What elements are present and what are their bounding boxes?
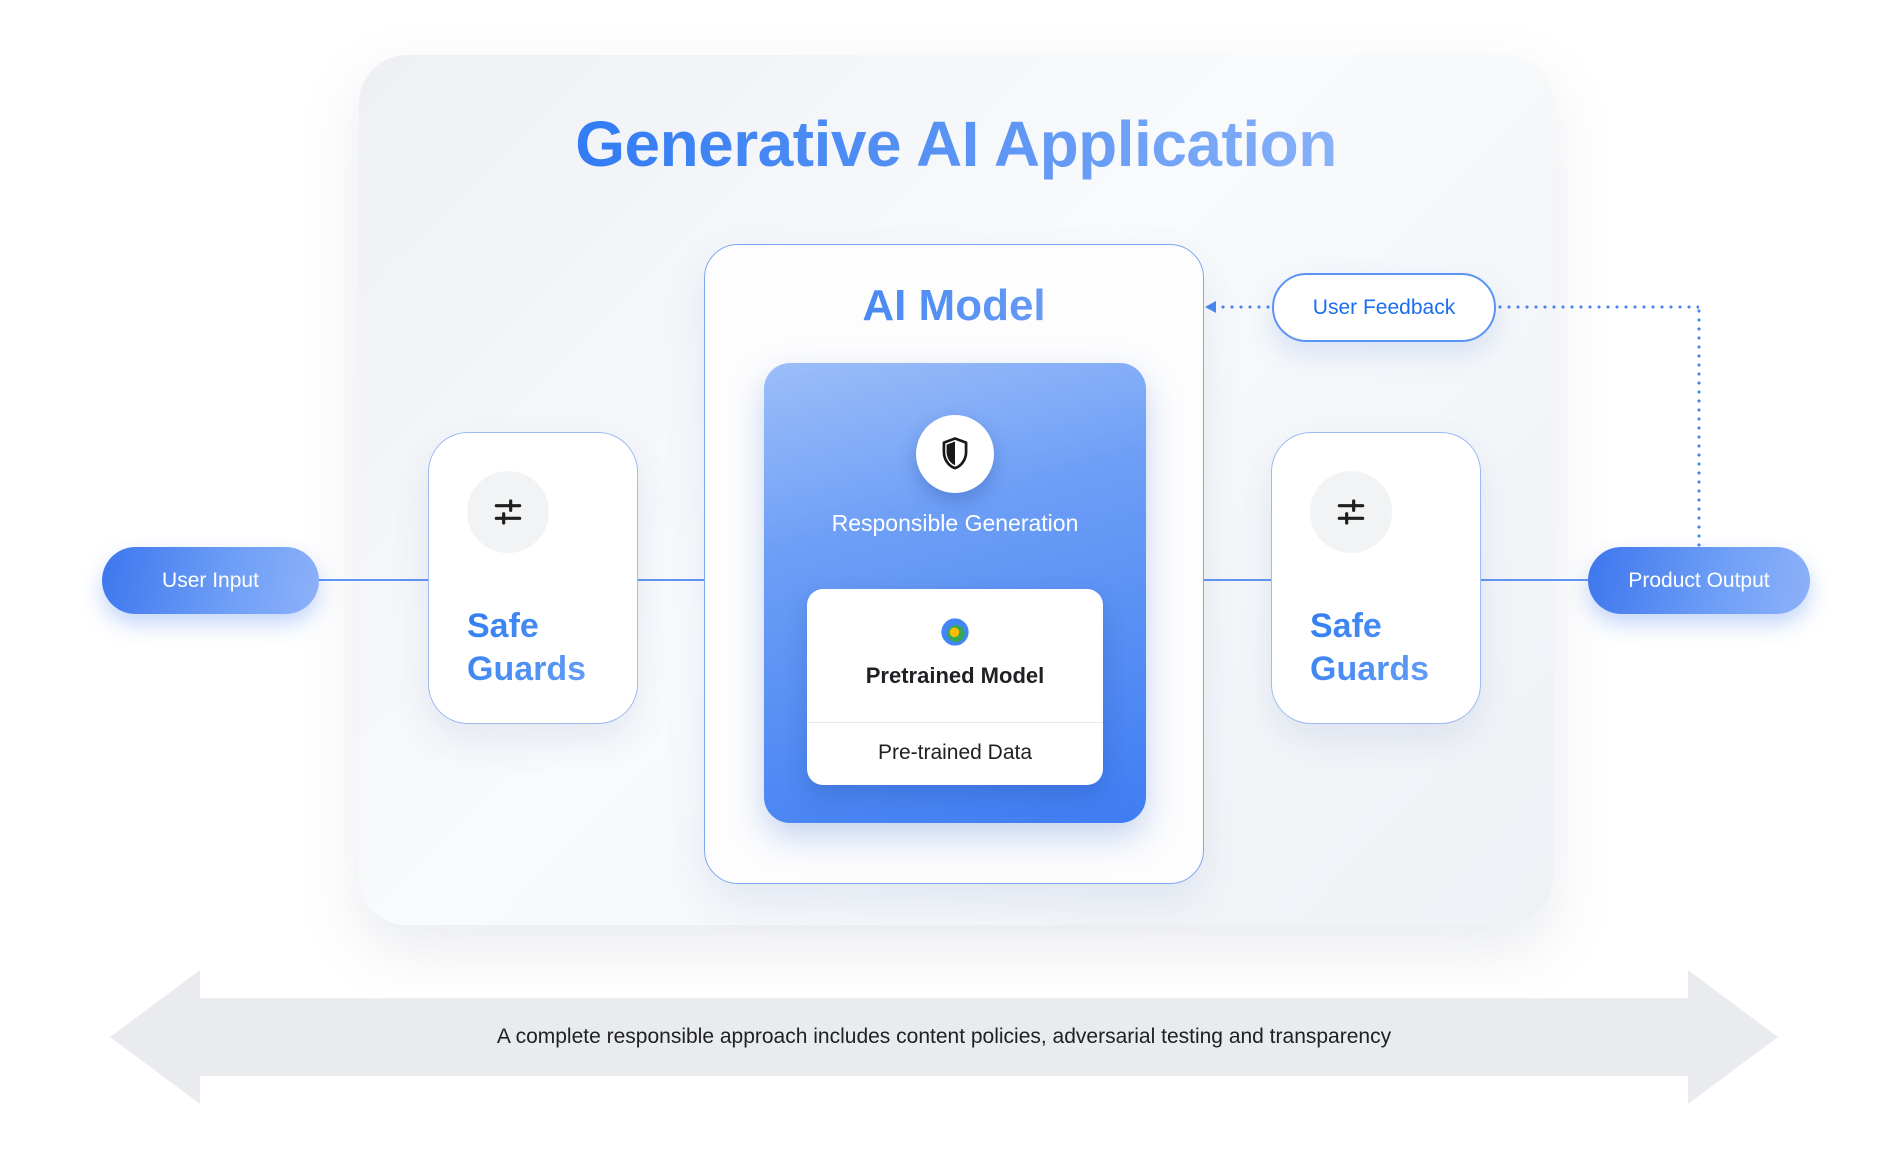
shield-icon-circle bbox=[916, 415, 994, 493]
user-input-label: User Input bbox=[162, 568, 259, 592]
dotted-line-feedback-vertical bbox=[1697, 307, 1701, 547]
tune-icon bbox=[494, 499, 522, 525]
model-icon-wrap bbox=[938, 615, 972, 649]
user-input-pill: User Input bbox=[102, 547, 319, 614]
model-icon bbox=[941, 618, 969, 646]
product-output-label: Product Output bbox=[1628, 568, 1770, 592]
tune-icon-circle bbox=[467, 471, 549, 553]
responsible-generation-label: Responsible Generation bbox=[831, 510, 1079, 536]
connector-safeguards-to-ai-model bbox=[638, 579, 704, 581]
footer-text: A complete responsible approach includes… bbox=[496, 1025, 1392, 1048]
card-divider bbox=[807, 722, 1103, 723]
tune-icon bbox=[1337, 499, 1365, 525]
connector-safeguards-to-product-output bbox=[1481, 579, 1588, 581]
responsible-generation-panel: Responsible Generation Pretrained Model … bbox=[764, 363, 1146, 823]
dotted-line-feedback-to-ai-model bbox=[1219, 305, 1273, 309]
diagram-title: Generative AI Application bbox=[359, 108, 1553, 182]
connector-user-input-to-safeguards bbox=[319, 579, 428, 581]
product-output-pill: Product Output bbox=[1588, 547, 1810, 614]
shield-icon bbox=[942, 437, 968, 470]
ai-model-box: AI Model Responsible Generation Pretrai bbox=[704, 244, 1204, 884]
footer-double-arrow: A complete responsible approach includes… bbox=[110, 970, 1778, 1104]
pretrained-model-label: Pretrained Model bbox=[865, 663, 1045, 688]
pretrained-data-label: Pre-trained Data bbox=[877, 741, 1033, 764]
safeguards-right-box: Safe Guards bbox=[1271, 432, 1481, 724]
connector-ai-model-to-safeguards bbox=[1204, 579, 1271, 581]
safeguards-left-label: Safe Guards bbox=[467, 605, 607, 690]
feedback-arrowhead-icon bbox=[1205, 301, 1216, 313]
ai-model-title: AI Model bbox=[705, 281, 1203, 331]
dotted-line-feedback-horizontal bbox=[1496, 305, 1699, 309]
tune-icon-circle bbox=[1310, 471, 1392, 553]
user-feedback-label: User Feedback bbox=[1312, 295, 1456, 319]
safeguards-right-label: Safe Guards bbox=[1310, 605, 1450, 690]
pretrained-model-card: Pretrained Model Pre-trained Data bbox=[807, 589, 1103, 785]
safeguards-left-box: Safe Guards bbox=[428, 432, 638, 724]
user-feedback-pill: User Feedback bbox=[1272, 273, 1496, 342]
